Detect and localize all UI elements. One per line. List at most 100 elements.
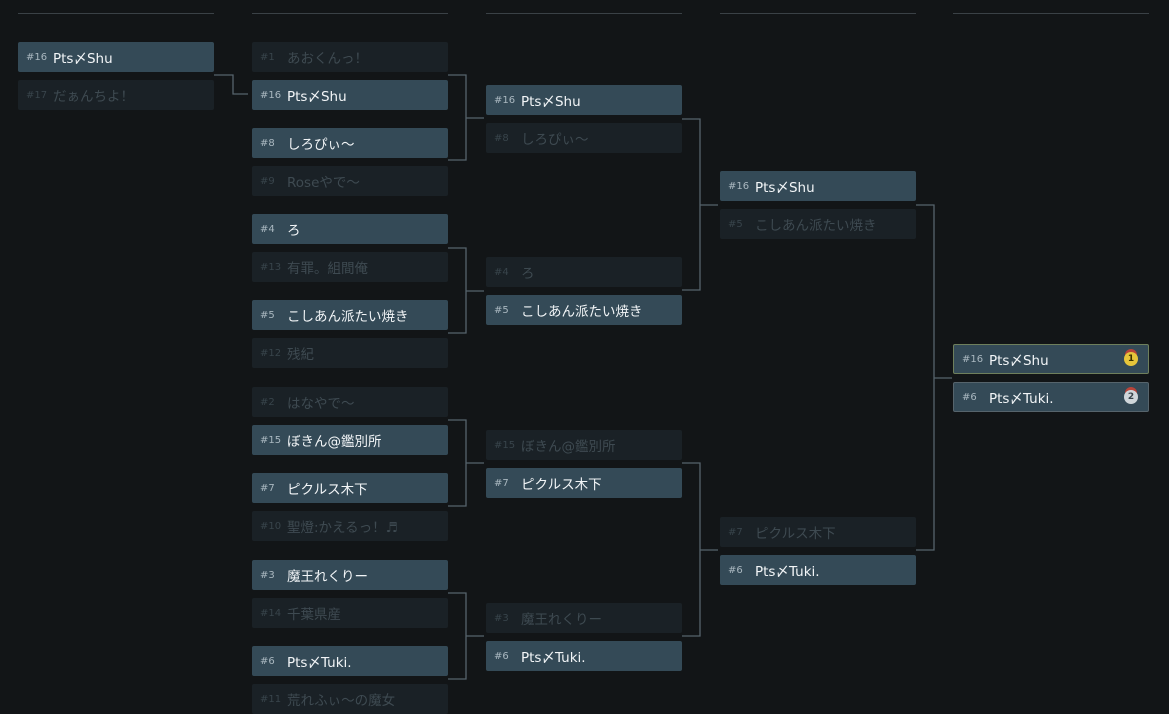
final-entry[interactable]: #16 Pts〆Shu 1	[953, 344, 1149, 374]
player-name: Pts〆Tuki.	[521, 650, 586, 666]
round2-entry[interactable]: #8 しろぴぃ〜	[486, 123, 682, 153]
round1-entry[interactable]: #9 Roseやで〜	[252, 166, 448, 196]
seed-number: #13	[260, 261, 282, 273]
round2-entry[interactable]: #16 Pts〆Shu	[486, 85, 682, 115]
round2-entry[interactable]: #5 こしあん派たい焼き	[486, 295, 682, 325]
player-name: Pts〆Shu	[521, 94, 581, 110]
player-name: Pts〆Tuki.	[287, 655, 352, 671]
round0-entry[interactable]: #17 だぁんちよ！	[18, 80, 214, 110]
player-name: 荒れふぃ〜の魔女	[287, 693, 396, 709]
seed-number: #6	[260, 655, 275, 667]
seed-number: #9	[260, 175, 275, 187]
seed-number: #15	[494, 439, 516, 451]
player-name: Pts〆Tuki.	[755, 564, 820, 580]
round3-entry[interactable]: #6 Pts〆Tuki.	[720, 555, 916, 585]
seed-number: #11	[260, 693, 282, 705]
seed-number: #16	[260, 89, 282, 101]
round1-entry[interactable]: #11 荒れふぃ〜の魔女	[252, 684, 448, 714]
final-column-header	[953, 0, 1149, 14]
seed-number: #7	[494, 477, 509, 489]
player-name: しろぴぃ〜	[521, 132, 589, 148]
seed-number: #6	[728, 564, 743, 576]
seed-number: #8	[494, 132, 509, 144]
seed-number: #16	[728, 180, 750, 192]
round1-entry[interactable]: #12 残紀	[252, 338, 448, 368]
player-name: こしあん派たい焼き	[521, 304, 643, 320]
seed-number: #16	[26, 51, 48, 63]
seed-number: #8	[260, 137, 275, 149]
seed-number: #7	[260, 482, 275, 494]
player-name: Pts〆Shu	[989, 353, 1049, 369]
seed-number: #5	[494, 304, 509, 316]
seed-number: #15	[260, 434, 282, 446]
round1-entry[interactable]: #10 聖燈:かえるっ！♬	[252, 511, 448, 541]
round1-entry[interactable]: #13 有罪。組間俺	[252, 252, 448, 282]
player-name: あおくんっ！	[287, 51, 368, 67]
seed-number: #1	[260, 51, 275, 63]
round2-entry[interactable]: #15 ぼきん@鑑別所	[486, 430, 682, 460]
seed-number: #10	[260, 520, 282, 532]
player-name: Pts〆Shu	[287, 89, 347, 105]
seed-number: #3	[494, 612, 509, 624]
round3-entry[interactable]: #16 Pts〆Shu	[720, 171, 916, 201]
player-name: ろ	[287, 223, 301, 239]
player-name: 魔王れくりー	[287, 569, 368, 585]
player-name: こしあん派たい焼き	[755, 218, 877, 234]
player-name: 有罪。組間俺	[287, 261, 368, 277]
player-name: だぁんちよ！	[53, 89, 134, 105]
player-name: ろ	[521, 266, 535, 282]
player-name: 残紀	[287, 347, 314, 363]
round2-entry[interactable]: #3 魔王れくりー	[486, 603, 682, 633]
player-name: Pts〆Shu	[755, 180, 815, 196]
seed-number: #5	[728, 218, 743, 230]
round0-entry[interactable]: #16 Pts〆Shu	[18, 42, 214, 72]
player-name: はなやで〜	[287, 396, 355, 412]
final-entry[interactable]: #6 Pts〆Tuki. 2	[953, 382, 1149, 412]
round3-column-header	[720, 0, 916, 14]
player-name: 魔王れくりー	[521, 612, 602, 628]
seed-number: #16	[962, 353, 984, 365]
player-name: ピクルス木下	[521, 477, 602, 493]
round1-entry[interactable]: #15 ぼきん@鑑別所	[252, 425, 448, 455]
round1-entry[interactable]: #2 はなやで〜	[252, 387, 448, 417]
round3-entry[interactable]: #5 こしあん派たい焼き	[720, 209, 916, 239]
round2-column-header	[486, 0, 682, 14]
round3-entry[interactable]: #7 ピクルス木下	[720, 517, 916, 547]
round2-entry[interactable]: #6 Pts〆Tuki.	[486, 641, 682, 671]
seed-number: #2	[260, 396, 275, 408]
round0-column-header	[18, 0, 214, 14]
round1-entry[interactable]: #6 Pts〆Tuki.	[252, 646, 448, 676]
seed-number: #6	[962, 391, 977, 403]
seed-number: #3	[260, 569, 275, 581]
seed-number: #16	[494, 94, 516, 106]
gold-medal-icon: 1	[1124, 352, 1138, 366]
seed-number: #17	[26, 89, 48, 101]
seed-number: #4	[494, 266, 509, 278]
seed-number: #7	[728, 526, 743, 538]
round1-column-header	[252, 0, 448, 14]
round1-entry[interactable]: #3 魔王れくりー	[252, 560, 448, 590]
round1-entry[interactable]: #7 ピクルス木下	[252, 473, 448, 503]
player-name: ぼきん@鑑別所	[521, 439, 616, 455]
player-name: ぼきん@鑑別所	[287, 434, 382, 450]
round2-entry[interactable]: #4 ろ	[486, 257, 682, 287]
player-name: 千葉県産	[287, 607, 341, 623]
player-name: Pts〆Tuki.	[989, 391, 1054, 407]
player-name: Roseやで〜	[287, 175, 360, 191]
seed-number: #6	[494, 650, 509, 662]
player-name: こしあん派たい焼き	[287, 309, 409, 325]
player-name: 聖燈:かえるっ！♬	[287, 520, 398, 536]
player-name: ピクルス木下	[287, 482, 368, 498]
seed-number: #12	[260, 347, 282, 359]
silver-medal-icon: 2	[1124, 390, 1138, 404]
player-name: Pts〆Shu	[53, 51, 113, 67]
player-name: ピクルス木下	[755, 526, 836, 542]
round1-entry[interactable]: #1 あおくんっ！	[252, 42, 448, 72]
round2-entry[interactable]: #7 ピクルス木下	[486, 468, 682, 498]
round1-entry[interactable]: #16 Pts〆Shu	[252, 80, 448, 110]
